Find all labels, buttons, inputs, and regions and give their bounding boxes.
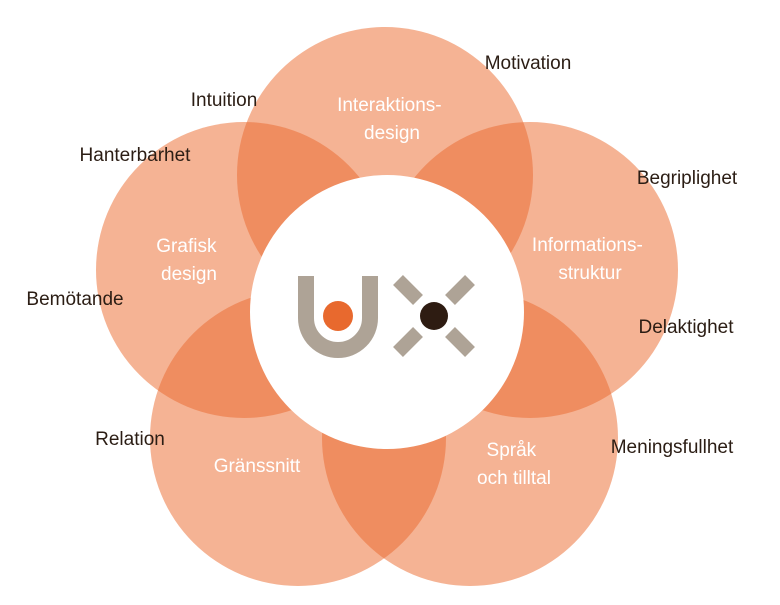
outer-label-bemotande: Bemötande	[26, 289, 123, 310]
petal-label-sprak-och-tilltal: Språk och tilltal	[477, 440, 551, 489]
center-circle	[250, 175, 524, 449]
outer-label-hanterbarhet: Hanterbarhet	[80, 145, 192, 166]
petal-label-granssnitt: Gränssnitt	[214, 456, 301, 477]
dark-dot	[420, 302, 448, 330]
outer-label-meningsfullhet: Meningsfullhet	[611, 437, 734, 458]
x-stroke-top-left	[393, 275, 423, 305]
petal-label-group: Interaktions- design Informations- struk…	[156, 95, 648, 489]
outer-label-begriplighet: Begriplighet	[637, 168, 738, 189]
ux-logo	[298, 275, 475, 358]
petal-label-interaktionsdesign: Interaktions- design	[337, 95, 447, 144]
petal-label-informationsstruktur: Informations- struktur	[532, 235, 648, 284]
x-stroke-bottom-right	[445, 327, 475, 357]
x-stroke-bottom-left	[393, 327, 423, 357]
u-letter	[298, 276, 378, 358]
outer-label-motivation: Motivation	[485, 53, 572, 74]
x-stroke-top-right	[445, 275, 475, 305]
outer-label-intuition: Intuition	[191, 90, 258, 111]
petal-label-grafisk-design: Grafisk design	[156, 236, 221, 285]
outer-label-delaktighet: Delaktighet	[638, 317, 734, 338]
outer-label-relation: Relation	[95, 429, 165, 450]
orange-dot	[323, 301, 353, 331]
outer-label-group: Motivation Intuition Hanterbarhet Begrip…	[26, 53, 737, 458]
